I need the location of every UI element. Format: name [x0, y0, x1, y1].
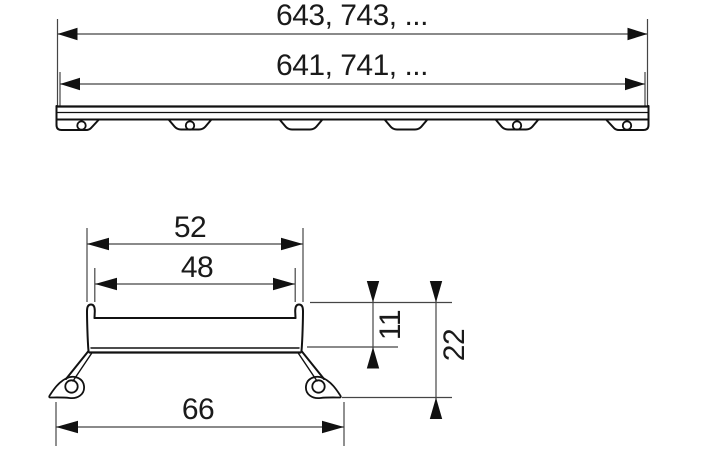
dimension-line-inner-width — [95, 277, 295, 291]
rivet-hole — [511, 120, 523, 131]
foot-loop-right — [305, 375, 342, 400]
section-extension-lines — [55, 228, 452, 446]
dim-label-outer-width: 52 — [173, 211, 207, 244]
rivet-hole — [184, 120, 196, 131]
dimension-line-total-height — [429, 281, 443, 419]
dimension-line-outer-width — [87, 237, 303, 251]
foot-loop-left — [48, 375, 85, 400]
foot-hole-right — [311, 379, 326, 394]
dim-label-overall-length: 643, 743, ... — [276, 0, 428, 32]
dim-label-inner-width: 48 — [180, 251, 214, 284]
dim-label-base-width: 66 — [181, 393, 215, 426]
dim-label-total-height: 22 — [438, 328, 471, 362]
foot-hole-left — [64, 379, 79, 394]
grate-section-view — [48, 303, 342, 400]
dimension-line-overall-length — [57, 27, 648, 41]
dim-label-lip-height: 11 — [374, 309, 407, 341]
dim-label-inner-length: 641, 741, ... — [276, 49, 428, 82]
rivet-hole — [76, 120, 87, 131]
dimension-line-lip-height — [366, 281, 380, 369]
dimension-line-inner-length — [60, 77, 645, 91]
dimension-line-base-width — [56, 420, 344, 434]
rivet-hole — [621, 120, 633, 131]
grate-side-view — [55, 105, 650, 131]
